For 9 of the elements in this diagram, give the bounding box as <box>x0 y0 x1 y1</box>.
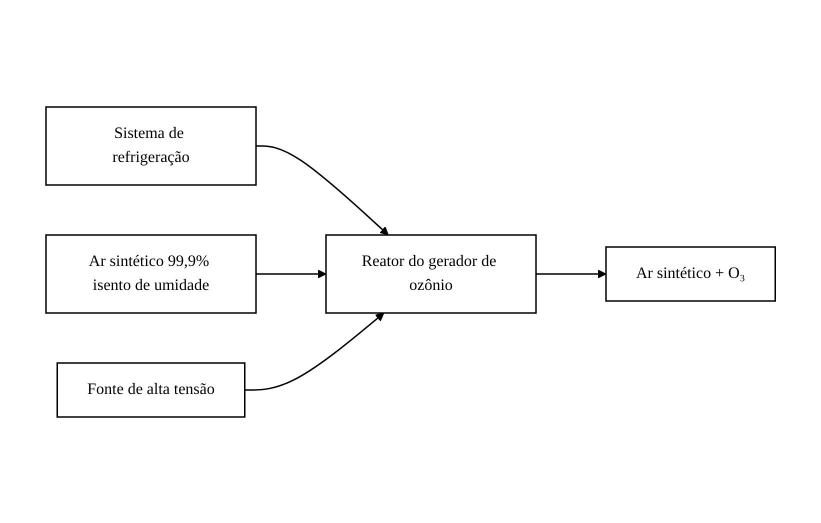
node-box: Fonte de alta tensão <box>56 362 246 418</box>
node-box: Ar sintético + O₃ <box>605 246 776 302</box>
arrow <box>256 144 389 235</box>
node-box: Ar sintético 99,9% isento de umidade <box>45 234 257 314</box>
arrow <box>536 269 606 278</box>
arrow <box>244 312 384 390</box>
node-box: Reator do gerador de ozônio <box>325 234 537 314</box>
arrow <box>256 269 326 278</box>
node-box: Sistema de refrigeração <box>45 106 257 186</box>
